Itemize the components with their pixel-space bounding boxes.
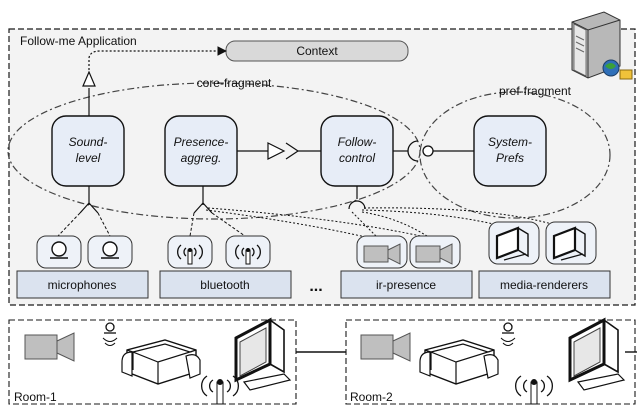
system-prefs-lollipop bbox=[422, 145, 434, 157]
bt-link-3 bbox=[205, 209, 371, 239]
follow-control-label-2: control bbox=[339, 151, 375, 165]
system-prefs-label-2: Prefs bbox=[496, 151, 524, 165]
system-prefs-component bbox=[473, 115, 547, 187]
follow-link-4 bbox=[363, 207, 566, 229]
presence-aggreg-label-1: Presence- bbox=[174, 135, 229, 149]
pref-fragment-label: pref-fragment bbox=[499, 84, 572, 98]
pref-fragment-region bbox=[419, 91, 611, 219]
sound-level-label-1: Sound- bbox=[69, 135, 108, 149]
monitor-icon bbox=[568, 317, 626, 391]
sofa-icon bbox=[419, 339, 499, 385]
context-link bbox=[88, 46, 227, 70]
media-renderers-box bbox=[478, 270, 611, 299]
microphone-icon bbox=[36, 235, 82, 269]
media-renderers-label: media-renderers bbox=[500, 278, 588, 292]
application-title: Follow-me Application bbox=[20, 34, 137, 48]
presence-aggreg-required-fork bbox=[193, 202, 213, 214]
bluetooth-icon bbox=[225, 235, 271, 269]
monitor-icon bbox=[488, 221, 540, 265]
lamp-icon bbox=[500, 322, 516, 346]
follow-control-socket bbox=[407, 140, 419, 162]
mic-link-2 bbox=[97, 212, 111, 237]
sound-level-provide-triangle bbox=[82, 70, 96, 87]
microphones-box bbox=[16, 270, 149, 299]
ir-camera-icon bbox=[409, 235, 461, 269]
follow-link-2 bbox=[361, 211, 431, 239]
core-fragment-label: core-fragment bbox=[197, 76, 272, 90]
server-icon bbox=[571, 11, 633, 80]
follow-control-bottom-socket bbox=[348, 200, 366, 210]
lamp-icon bbox=[102, 322, 118, 346]
context-label: Context bbox=[296, 44, 338, 58]
follow-control-label-1: Follow- bbox=[338, 135, 377, 149]
ir-camera-icon bbox=[360, 332, 411, 362]
bluetooth-icon bbox=[167, 235, 213, 269]
core-fragment-region bbox=[7, 82, 421, 220]
monitor-icon bbox=[545, 221, 597, 265]
presence-provided-triangle bbox=[267, 142, 286, 160]
follow-link-3 bbox=[361, 209, 511, 229]
system-prefs-label-1: System- bbox=[488, 135, 532, 149]
bluetooth-label: bluetooth bbox=[200, 278, 249, 292]
ir-presence-box bbox=[340, 270, 473, 299]
bt-link-4 bbox=[207, 207, 431, 239]
ellipsis: ... bbox=[309, 278, 322, 295]
sound-level-required-fork bbox=[79, 202, 99, 214]
microphones-label: microphones bbox=[48, 278, 117, 292]
ir-camera-icon bbox=[356, 235, 408, 269]
bluetooth-box bbox=[159, 270, 292, 299]
microphone-icon bbox=[87, 235, 133, 269]
bt-link-2 bbox=[211, 212, 246, 237]
mic-link-1 bbox=[57, 212, 81, 237]
bt-link-1 bbox=[189, 212, 195, 237]
monitor-icon bbox=[234, 317, 292, 391]
room-2-label: Room-2 bbox=[350, 390, 393, 404]
sofa-icon bbox=[121, 339, 201, 385]
bluetooth-icon bbox=[201, 375, 239, 405]
follow-link-1 bbox=[351, 211, 381, 241]
sound-level-component bbox=[51, 115, 125, 187]
room-1-label: Room-1 bbox=[14, 390, 57, 404]
ir-camera-icon bbox=[24, 332, 75, 362]
sound-level-label-2: level bbox=[76, 151, 101, 165]
presence-aggreg-label-2: aggreg. bbox=[181, 151, 222, 165]
ir-presence-label: ir-presence bbox=[376, 278, 436, 292]
bluetooth-icon bbox=[515, 375, 553, 405]
